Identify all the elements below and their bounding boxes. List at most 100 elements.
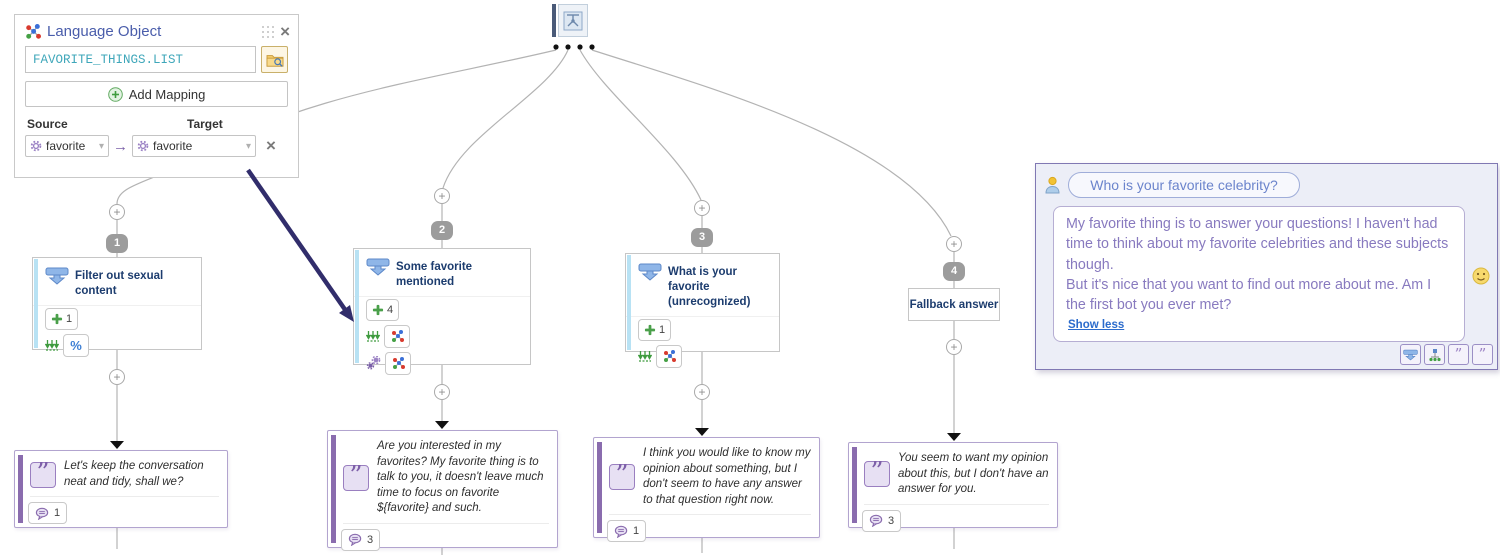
example-count-chip[interactable]: 1 [638, 318, 672, 341]
target-dropdown[interactable]: favorite ▾ [132, 135, 256, 157]
language-object-chip[interactable] [384, 324, 410, 348]
branch-number-badge: 3 [691, 228, 713, 247]
answer-variant-count-chip[interactable]: 3 [341, 528, 381, 551]
node-title: Filter out sexual content [75, 270, 164, 297]
answer-node[interactable]: ” You seem to want my opinion about this… [848, 442, 1058, 532]
variable-gear-icon [137, 140, 149, 152]
answer-accent-bar [852, 447, 857, 523]
divider [30, 496, 219, 498]
example-count-chip[interactable]: 4 [366, 298, 400, 321]
folder-search-icon [266, 54, 283, 67]
divider [864, 503, 1049, 505]
example-count-chip[interactable]: 1 [45, 307, 79, 330]
language-object-icon [391, 329, 404, 342]
language-object-name-input[interactable]: FAVORITE_THINGS.LIST [25, 46, 256, 73]
quote-icon: ” [1454, 345, 1463, 363]
answer-view-button[interactable]: ” [1472, 344, 1493, 365]
answer-variant-count-chip[interactable]: 1 [607, 520, 647, 543]
panel-title: Language Object [47, 23, 162, 40]
chevron-down-icon: ▾ [98, 140, 104, 152]
answer-accent-bar [331, 435, 336, 543]
plus-icon: + [438, 189, 446, 203]
answer-text: I think you would like to know my opinio… [643, 447, 811, 506]
node-title: Fallback answer [909, 298, 999, 311]
add-node-button[interactable]: + [434, 188, 450, 204]
node-title: Some favorite mentioned [396, 261, 473, 288]
browse-button[interactable] [261, 46, 288, 73]
flow-root-node[interactable] [552, 4, 588, 37]
divider [609, 514, 811, 516]
add-node-button[interactable]: + [694, 200, 710, 216]
answer-quote-icon: ” [30, 460, 56, 488]
flow-tree-icon [1428, 348, 1441, 361]
plus-icon: + [113, 205, 121, 219]
language-object-panel: Language Object × FAVORITE_THINGS.LIST [14, 14, 299, 178]
add-node-button[interactable]: + [109, 369, 125, 385]
language-object-icon [25, 23, 41, 40]
plus-icon: + [698, 201, 706, 215]
answer-accent-bar [597, 442, 602, 533]
node-fallback-answer[interactable]: Fallback answer [908, 288, 1000, 321]
answer-variant-count-chip[interactable]: 3 [862, 509, 902, 532]
speech-bubble-icon [869, 514, 883, 528]
branch-number-badge: 4 [943, 262, 965, 281]
bot-paragraph: My favorite thing is to answer your ques… [1066, 216, 1449, 273]
answer-node[interactable]: ” I think you would like to know my opin… [593, 437, 820, 543]
source-label: Source [27, 117, 68, 131]
bot-paragraph: But it's nice that you want to find out … [1066, 276, 1432, 314]
node-what-is-your-favorite[interactable]: What is your favorite (unrecognized) 1 [625, 253, 780, 368]
chat-toolbar: ” ” [1400, 344, 1493, 365]
language-object-icon [663, 349, 676, 362]
plus-icon: + [950, 340, 958, 354]
node-some-favorite-mentioned[interactable]: Some favorite mentioned 4 [353, 248, 531, 375]
branch-number-badge: 1 [106, 234, 128, 253]
inputs-icon [366, 330, 380, 343]
answer-node[interactable]: ” Let's keep the conversation neat and t… [14, 450, 228, 528]
user-message-input[interactable]: Who is your favorite celebrity? [1068, 172, 1300, 198]
drag-handle-icon[interactable] [262, 25, 275, 38]
mapping-arrow-icon: → [113, 137, 128, 155]
speech-bubble-icon [348, 533, 362, 547]
add-mapping-button[interactable]: Add Mapping [25, 81, 288, 107]
speech-bubble-icon [614, 525, 628, 538]
flow-view-button[interactable] [1424, 344, 1445, 365]
add-node-button[interactable]: + [434, 384, 450, 400]
language-object-chip[interactable] [385, 351, 411, 375]
answer-text: Are you interested in my favorites? My f… [377, 440, 544, 515]
divider [343, 522, 549, 524]
close-icon[interactable]: × [280, 21, 290, 41]
add-node-button[interactable]: + [694, 384, 710, 400]
node-filter-sexual-content[interactable]: Filter out sexual content 1 [32, 257, 202, 357]
plus-icon: + [950, 237, 958, 251]
quote-icon: ” [1478, 345, 1487, 363]
transition-view-button[interactable] [1400, 344, 1421, 365]
node-accent-bar [627, 255, 631, 350]
answer-node[interactable]: ” Are you interested in my favorites? My… [327, 430, 558, 551]
smiley-icon [1472, 267, 1490, 285]
source-dropdown[interactable]: favorite ▾ [25, 135, 109, 157]
add-node-button[interactable]: + [946, 236, 962, 252]
answer-quote-icon: ” [343, 463, 369, 491]
user-icon [1044, 176, 1061, 194]
language-object-chip[interactable] [656, 344, 682, 368]
script-gears-icon [366, 356, 381, 370]
answer-text: Let's keep the conversation neat and tid… [64, 460, 204, 488]
percent-condition-chip[interactable]: % [63, 333, 89, 357]
show-less-link[interactable]: Show less [1068, 319, 1125, 332]
variable-gear-icon [30, 140, 42, 152]
green-plus-icon [644, 324, 656, 335]
remove-mapping-icon[interactable]: × [266, 136, 276, 155]
tryout-chat-panel: Who is your favorite celebrity? My favor… [1035, 163, 1498, 370]
inputs-icon [638, 350, 652, 363]
language-object-icon [392, 356, 405, 369]
answer-quote-icon: ” [609, 462, 635, 491]
add-node-button[interactable]: + [946, 339, 962, 355]
bot-response-bubble: My favorite thing is to answer your ques… [1053, 206, 1465, 342]
percent-icon: % [70, 337, 82, 353]
transition-icon [45, 267, 69, 285]
answer-text: You seem to want my opinion about this, … [898, 452, 1049, 496]
answer-variant-count-chip[interactable]: 1 [28, 502, 68, 525]
add-node-button[interactable]: + [109, 204, 125, 220]
answer-view-button[interactable]: ” [1448, 344, 1469, 365]
